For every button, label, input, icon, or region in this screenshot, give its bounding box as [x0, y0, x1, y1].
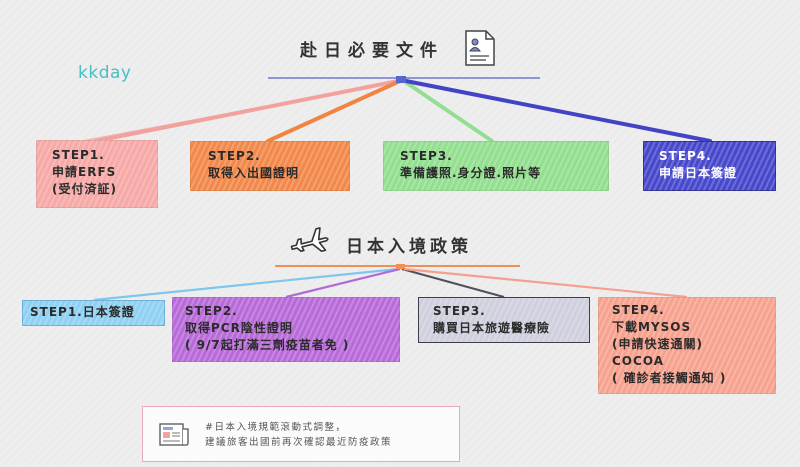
- airplane-icon: [290, 227, 329, 253]
- newspaper-icon: [159, 423, 189, 446]
- step-text: ( 確診者接觸通知 ): [612, 371, 727, 385]
- connector-documents-step4: [404, 79, 712, 143]
- documents-step2-box: STEP2. 取得入出國證明: [190, 141, 350, 191]
- policy-step2-box: STEP2. 取得PCR陰性證明 ( 9/7起打滿三劑疫苗者免 ): [172, 297, 400, 362]
- connector-policy-step1: [93, 267, 399, 302]
- step-label: STEP3.: [433, 304, 486, 318]
- notice-line: 建議旅客出國前再次確認最近防疫政策: [205, 437, 393, 448]
- step-text: 取得PCR陰性證明: [185, 321, 293, 335]
- step-text: COCOA: [612, 354, 664, 368]
- kkday-logo: kkday: [78, 63, 132, 83]
- step-text: 購買日本旅遊醫療險: [433, 321, 551, 335]
- policy-step3-box: STEP3. 購買日本旅遊醫療險: [418, 297, 590, 343]
- documents-step4-box: STEP4. 申請日本簽證: [643, 141, 776, 191]
- policy-step1-box: STEP1.日本簽證: [22, 300, 165, 326]
- connector-documents-step1-echo: [81, 81, 397, 142]
- documents-step3-box: STEP3. 準備護照.身分證.照片等: [383, 141, 609, 191]
- notice-text: #日本入境規範滾動式調整， 建議旅客出國前再次確認最近防疫政策: [205, 420, 392, 450]
- connector-policy-step3: [401, 267, 505, 299]
- step-text: 準備護照.身分證.照片等: [400, 166, 542, 180]
- step-text: ( 9/7起打滿三劑疫苗者免 ): [185, 338, 350, 352]
- step-text: 日本簽證: [82, 305, 135, 319]
- documents-step1-box: STEP1. 申請ERFS (受付済証): [36, 140, 158, 208]
- connector-policy-step2: [285, 267, 401, 299]
- document-icon: [465, 30, 495, 66]
- notice-box: #日本入境規範滾動式調整， 建議旅客出國前再次確認最近防疫政策: [142, 406, 460, 462]
- documents-hub: [396, 76, 406, 83]
- step-label: STEP1.: [52, 148, 105, 162]
- step-text: 申請日本簽證: [659, 166, 738, 180]
- documents-title: 赴日必要文件: [300, 41, 444, 61]
- step-text: (申請快速通關): [612, 337, 703, 351]
- policy-title: 日本入境政策: [346, 237, 472, 257]
- connector-documents-step2: [266, 79, 402, 143]
- step-text: 下載MYSOS: [612, 320, 692, 334]
- policy-step4-box: STEP4. 下載MYSOS (申請快速通關) COCOA ( 確診者接觸通知 …: [598, 297, 776, 394]
- notice-line: #日本入境規範滾動式調整，: [205, 422, 347, 433]
- step-label: STEP2.: [185, 304, 238, 318]
- step-label: STEP4.: [659, 149, 712, 163]
- connector-policy-step4: [403, 267, 688, 299]
- step-label: STEP3.: [400, 149, 453, 163]
- connector-documents-step3: [402, 79, 494, 143]
- step-label: STEP1.: [30, 305, 83, 319]
- step-label: STEP4.: [612, 303, 665, 317]
- step-label: STEP2.: [208, 149, 261, 163]
- step-text: (受付済証): [52, 182, 117, 196]
- policy-hub: [396, 264, 405, 269]
- step-text: 取得入出國證明: [208, 166, 300, 180]
- step-text: 申請ERFS: [52, 165, 117, 179]
